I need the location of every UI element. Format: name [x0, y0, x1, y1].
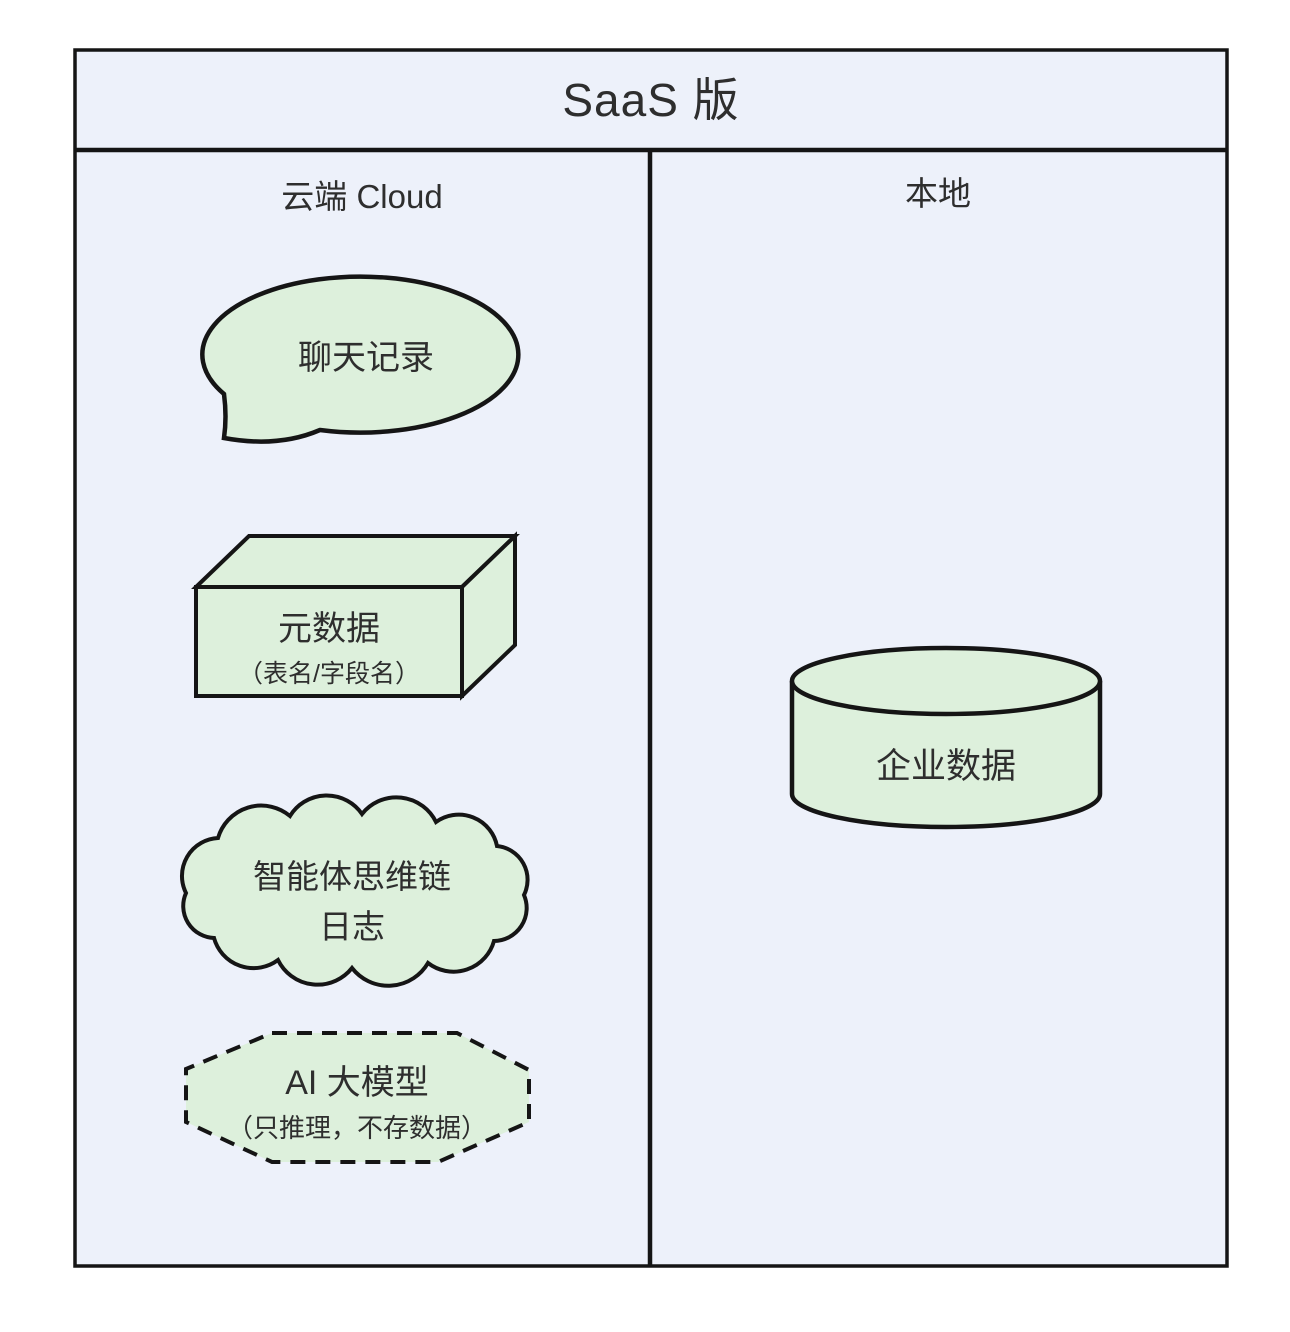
shape-ai-llm: AI 大模型 （只推理，不存数据） [184, 1031, 531, 1164]
cylinder-body [789, 681, 1103, 830]
box-front-face [194, 585, 464, 698]
column-header-local: 本地 [905, 175, 971, 212]
ai-llm-sublabel: （只推理，不存数据） [227, 1113, 487, 1143]
cloud-shape [180, 793, 530, 988]
shape-agent-cot-log: 智能体思维链 日志 [180, 793, 530, 988]
metadata-sublabel: （表名/字段名） [238, 660, 420, 688]
metadata-label: 元数据 [278, 610, 380, 648]
cylinder-top [789, 645, 1103, 717]
speech-bubble-shape [200, 274, 521, 444]
shape-chat-log: 聊天记录 [200, 274, 521, 444]
diagram-title: SaaS 版 [562, 74, 739, 126]
shape-enterprise-data: 企业数据 [789, 645, 1103, 830]
enterprise-data-label: 企业数据 [876, 747, 1016, 786]
column-header-cloud: 云端 Cloud [281, 178, 442, 215]
agent-cot-label-line2: 日志 [319, 908, 385, 945]
chat-log-label: 聊天记录 [298, 339, 434, 377]
dashed-octagon-shape [184, 1031, 531, 1164]
ai-llm-label: AI 大模型 [285, 1064, 429, 1102]
shape-metadata: 元数据 （表名/字段名） [191, 531, 520, 701]
agent-cot-label-line1: 智能体思维链 [253, 858, 451, 895]
